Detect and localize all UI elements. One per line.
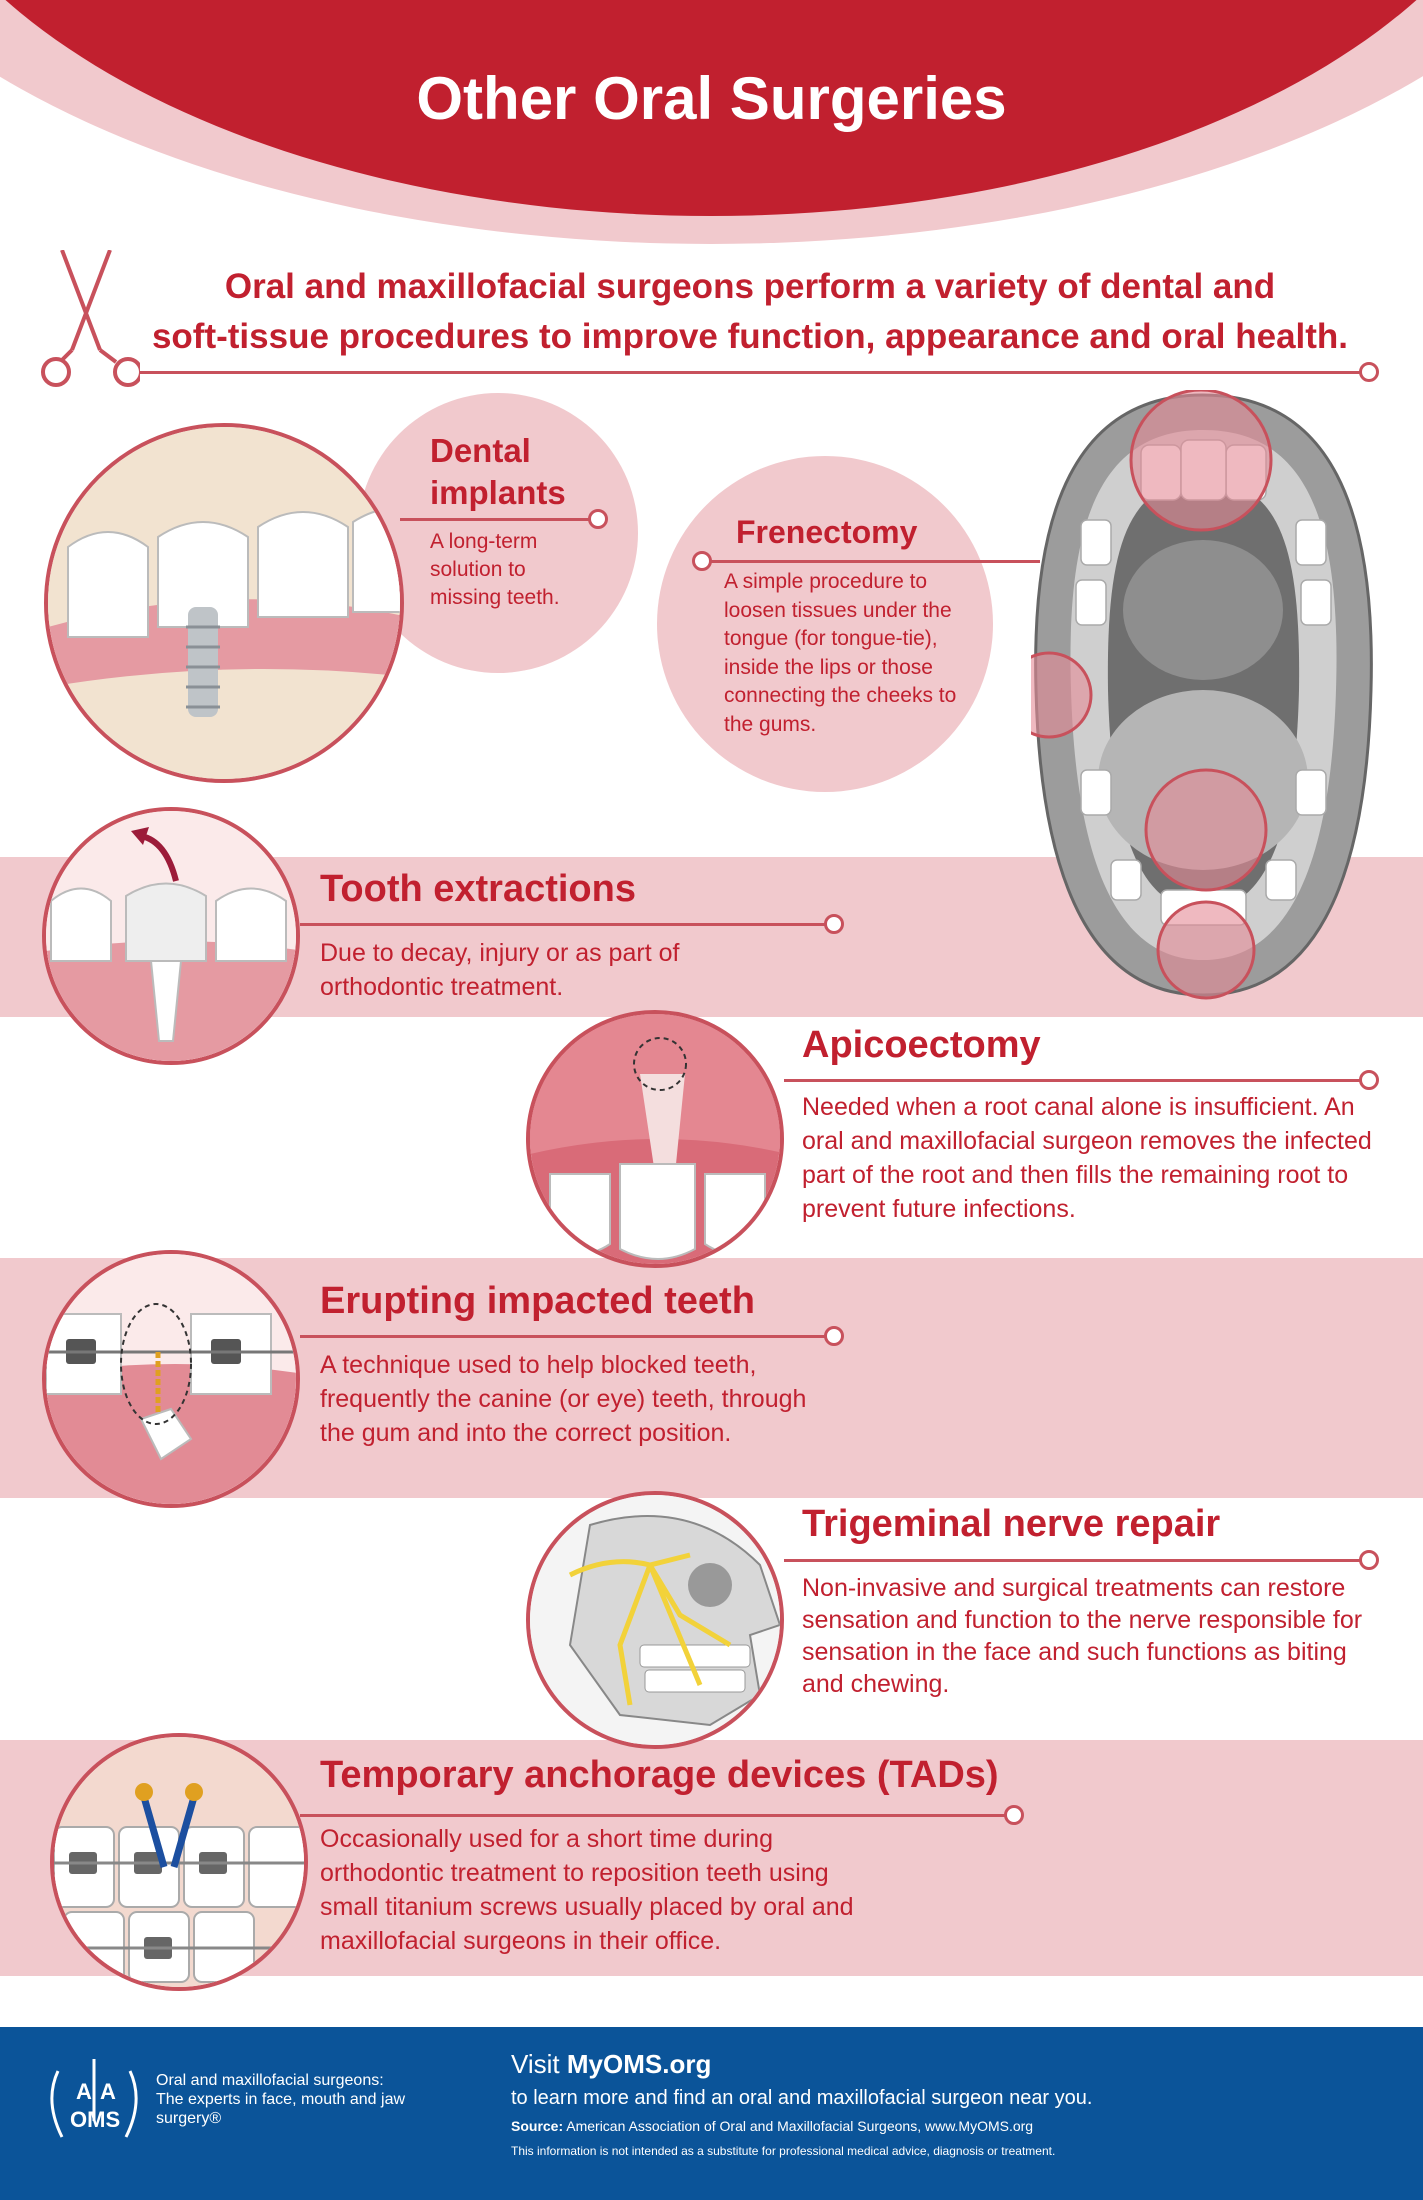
intro-line-1: Oral and maxillofacial surgeons perform … bbox=[224, 267, 1276, 306]
divider bbox=[140, 371, 1360, 374]
tooth-extractions-dot bbox=[824, 914, 844, 934]
tads-rule bbox=[300, 1814, 1012, 1817]
intro-text: Oral and maxillofacial surgeons perform … bbox=[120, 262, 1380, 362]
page-title: Other Oral Surgeries bbox=[416, 65, 1007, 132]
tads-desc: Occasionally used for a short time durin… bbox=[320, 1825, 854, 1955]
title-line-2: implants bbox=[430, 474, 566, 511]
apicoectomy-dot bbox=[1359, 1070, 1379, 1090]
erupting-teeth-rule bbox=[300, 1335, 825, 1338]
header-arcs bbox=[0, 0, 1423, 250]
visit-prefix: Visit bbox=[511, 2049, 567, 2079]
frenectomy-title: Frenectomy bbox=[736, 514, 918, 550]
dental-implants-dot bbox=[588, 509, 608, 529]
footer-tagline: Oral and maxillofacial surgeons: The exp… bbox=[156, 2072, 406, 2127]
frenectomy-rule bbox=[710, 560, 1040, 563]
svg-text:A: A bbox=[76, 2079, 92, 2104]
erupting-teeth-illustration bbox=[42, 1250, 300, 1508]
apicoectomy-title: Apicoectomy bbox=[802, 1024, 1041, 1066]
tooth-extractions-desc: Due to decay, injury or as part of ortho… bbox=[320, 939, 680, 1001]
disclaimer: This information is not intended as a su… bbox=[511, 2144, 1056, 2158]
trigeminal-dot bbox=[1359, 1550, 1379, 1570]
title-line-1: Dental bbox=[430, 432, 531, 469]
source-label: Source: bbox=[511, 2118, 564, 2134]
dental-implant-illustration bbox=[44, 423, 404, 783]
tads-dot bbox=[1004, 1805, 1024, 1825]
tooth-extractions-title: Tooth extractions bbox=[320, 868, 636, 910]
visit-link[interactable]: MyOMS.org bbox=[566, 2049, 712, 2079]
trigeminal-rule bbox=[784, 1559, 1360, 1562]
dental-implants-bubble bbox=[358, 393, 638, 673]
open-mouth-illustration bbox=[1031, 390, 1376, 1000]
apicoectomy-rule bbox=[784, 1079, 1360, 1082]
tads-title: Temporary anchorage devices (TADs) bbox=[320, 1754, 999, 1796]
erupting-teeth-title: Erupting impacted teeth bbox=[320, 1280, 755, 1322]
dental-implants-rule bbox=[400, 518, 590, 521]
apicoectomy-illustration bbox=[526, 1010, 784, 1268]
erupting-teeth-dot bbox=[824, 1326, 844, 1346]
trigeminal-title: Trigeminal nerve repair bbox=[802, 1503, 1221, 1545]
tooth-extractions-rule bbox=[300, 923, 825, 926]
surgical-scissors-icon bbox=[40, 250, 140, 390]
svg-text:OMS: OMS bbox=[70, 2107, 120, 2132]
tooth-extraction-illustration bbox=[42, 807, 300, 1065]
intro-line-2: soft-tissue procedures to improve functi… bbox=[151, 317, 1349, 356]
frenectomy-dot bbox=[692, 551, 712, 571]
dental-implants-title: Dental implants bbox=[430, 430, 566, 514]
source-line: Source: American Association of Oral and… bbox=[511, 2118, 1033, 2134]
header-arc-inner bbox=[5, 0, 1417, 216]
dental-implants-desc: A long-term solution to missing teeth. bbox=[430, 530, 560, 609]
frenectomy-bubble bbox=[657, 456, 993, 792]
tads-illustration bbox=[50, 1733, 308, 1991]
source-text: American Association of Oral and Maxillo… bbox=[563, 2118, 1034, 2134]
divider-end-dot bbox=[1359, 362, 1379, 382]
frenectomy-desc: A simple procedure to loosen tissues und… bbox=[724, 570, 957, 736]
apicoectomy-desc: Needed when a root canal alone is insuff… bbox=[802, 1093, 1372, 1223]
erupting-teeth-desc: A technique used to help blocked teeth, … bbox=[320, 1351, 807, 1447]
trigeminal-nerve-illustration bbox=[526, 1491, 784, 1749]
trigeminal-desc: Non-invasive and surgical treatments can… bbox=[802, 1574, 1363, 1698]
svg-text:A: A bbox=[100, 2079, 116, 2104]
visit-line: Visit MyOMS.org bbox=[511, 2049, 711, 2080]
visit-sub: to learn more and find an oral and maxil… bbox=[511, 2087, 1093, 2109]
